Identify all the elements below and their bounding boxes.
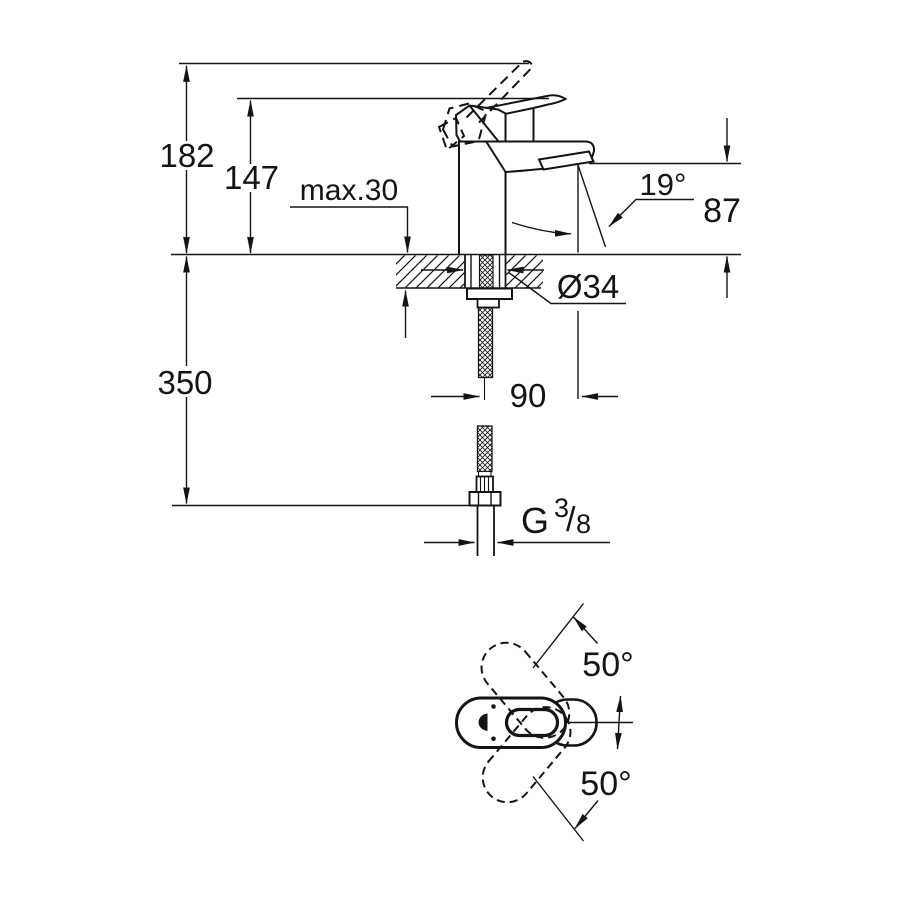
handle-logo-mark <box>478 713 488 731</box>
max30-leader-upper <box>290 206 408 253</box>
stream-swing-arc <box>511 221 572 237</box>
dim-label-147: 147 <box>224 159 279 196</box>
hose-braid-lower <box>476 425 493 473</box>
deck-hole-edges <box>464 254 507 288</box>
body-spout-transition <box>485 141 507 173</box>
deck-hatch-left <box>396 255 465 288</box>
side-view <box>396 60 596 556</box>
mounting-deck-section <box>396 254 543 289</box>
lever-handle <box>454 94 568 143</box>
dimension-spout-reach-90: 90 <box>431 377 618 414</box>
hose-braid-in-deck <box>478 254 494 289</box>
dimension-max-deck-thickness: max.30 <box>290 174 408 338</box>
swing-upper-arrow <box>572 616 599 644</box>
mounting-flange <box>466 287 513 300</box>
handle-swung-down-dashed <box>481 706 572 804</box>
aerator <box>537 150 595 171</box>
shank-walls <box>470 255 501 288</box>
dimension-swing-lower-50: 50° <box>532 765 632 842</box>
deck-hatch-right <box>506 255 543 288</box>
crimp-sleeve-knurling <box>479 477 490 492</box>
label-mask-350 <box>152 366 218 397</box>
dimensions: 182 147 350 max.30 Ø34 <box>152 62 741 842</box>
handle-dot-top <box>491 704 496 709</box>
handle-swung-up-dashed <box>480 641 571 739</box>
dimension-spout-angle-19: 19° <box>511 164 694 399</box>
body-outline <box>458 140 596 255</box>
dim-label-350: 350 <box>157 364 212 401</box>
shank-and-hose <box>466 254 513 556</box>
dim-label-max30: max.30 <box>300 174 398 207</box>
swing-lower-arrow <box>574 800 599 830</box>
raised-lever-end-dashed <box>437 116 466 152</box>
dimension-outlet-height-87: 87 <box>703 118 741 298</box>
label-mask-147 <box>221 164 282 192</box>
dimension-hose-length-350: 350 <box>152 255 218 505</box>
dimension-swing-upper-50: 50° <box>532 603 634 684</box>
swing-span-arrow <box>615 695 623 750</box>
label-mask-182 <box>155 141 219 170</box>
dimension-handle-height-147: 147 <box>221 99 282 254</box>
lever-raised-phantom <box>437 60 534 152</box>
stream-angle-line <box>577 164 607 248</box>
dim-label-87: 87 <box>703 192 741 230</box>
dim-label-19deg: 19° <box>640 167 687 202</box>
faucet-body <box>458 140 596 255</box>
dim-label-50-upper: 50° <box>582 646 633 684</box>
raised-lever-blade-dashed <box>465 60 534 124</box>
swing-lower-line <box>532 776 585 842</box>
dim-label-50-lower: 50° <box>580 765 631 803</box>
connection-nut <box>468 491 502 507</box>
angle-label-leader <box>608 198 694 227</box>
dim-label-182: 182 <box>159 137 214 174</box>
handle-dot-bottom <box>491 736 496 742</box>
dimension-overall-height-182: 182 <box>155 65 219 254</box>
swing-upper-line <box>532 603 585 669</box>
thread-tube <box>476 505 495 556</box>
connection-nut-facets <box>477 492 492 506</box>
handle-slot <box>504 707 560 738</box>
dim-label-90: 90 <box>510 377 547 414</box>
dimension-hole-diameter-34: Ø34 <box>421 266 626 305</box>
dim-label-o34: Ø34 <box>557 268 619 305</box>
shank-collar <box>476 298 500 309</box>
hose-braid-upper <box>477 306 494 379</box>
hole-label-leader <box>507 271 626 305</box>
